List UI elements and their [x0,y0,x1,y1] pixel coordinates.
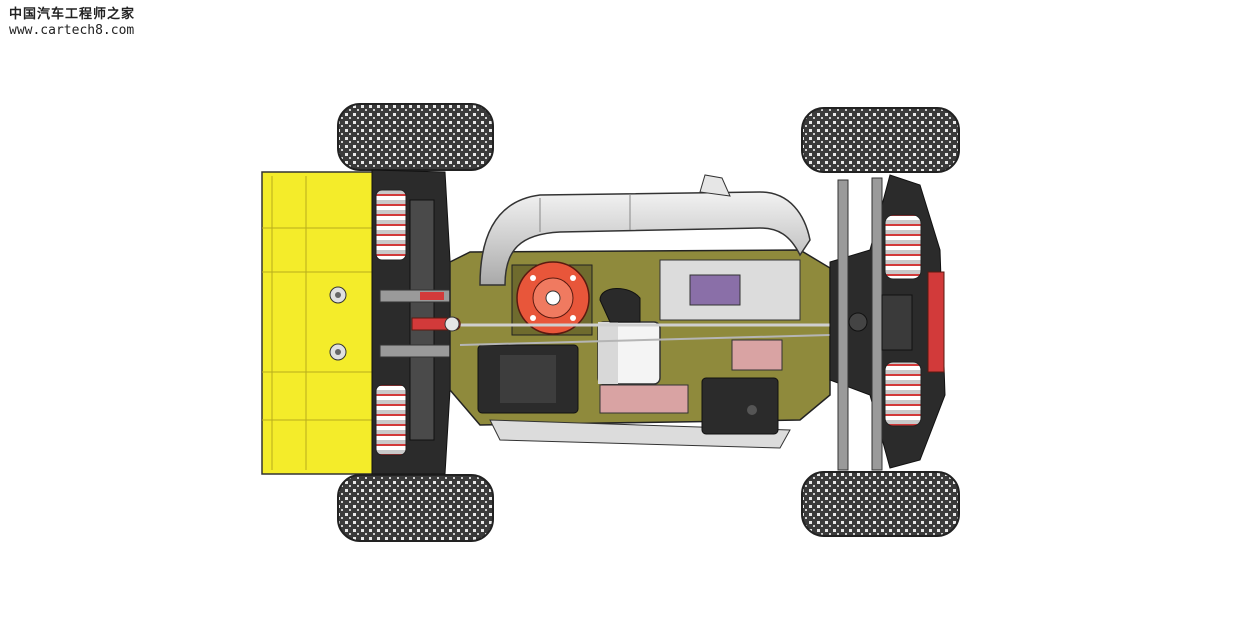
watermark-url: www.cartech8.com [9,23,135,39]
rear-left-tire [337,103,494,171]
engine [511,261,593,336]
watermark-title: 中国汽车工程师之家 [9,7,136,22]
servo-right [701,377,779,435]
steering-linkage [450,259,831,346]
rear-wing [261,171,381,475]
servo-left [477,344,579,414]
front-suspension [829,174,946,471]
exhaust-pipe [479,174,811,286]
front-left-tire [801,107,960,173]
fuel-tank [597,288,661,385]
receiver-box [599,339,783,414]
watermark: 中国汽车工程师之家 www.cartech8.com [9,7,135,40]
throttle-linkage [411,292,461,332]
rear-right-tire [337,474,494,542]
front-right-tire [801,471,960,537]
